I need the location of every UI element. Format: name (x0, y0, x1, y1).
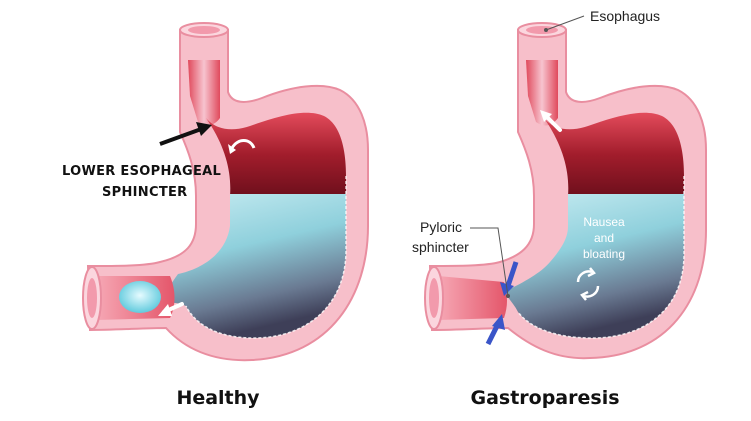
backflow-arrow-icon (230, 139, 256, 149)
gastroparesis-stomach-fluid (504, 194, 684, 338)
food-bolus (119, 281, 161, 313)
healthy-stomach-fluid (160, 194, 346, 338)
churning-icon (576, 267, 600, 301)
healthy-stomach-cavity (206, 112, 346, 196)
pyloric-label-line1: Pyloric (420, 219, 462, 235)
les-pointer-arrow-icon (159, 126, 205, 146)
esophagus-label: Esophagus (590, 8, 660, 24)
gastroparesis-stomach (424, 22, 707, 360)
symptom-line2: and (594, 231, 614, 245)
symptom-line1: Nausea (583, 215, 625, 229)
esophagus-leader-line (545, 15, 585, 31)
healthy-caption: Healthy (176, 387, 260, 409)
pyloric-compression-arrow-icon (485, 261, 519, 346)
pyloric-label-line2: sphincter (412, 239, 469, 255)
gastroparesis-stomach-cavity (544, 112, 684, 196)
les-label-line2: SPHINCTER (102, 185, 188, 200)
pyloric-leader-line (470, 227, 509, 297)
gastroparesis-caption: Gastroparesis (470, 387, 619, 409)
reflux-arrow-icon (544, 114, 562, 132)
healthy-esophagus-lumen (188, 60, 220, 126)
les-label-line1: LOWER ESOPHAGEAL (62, 164, 221, 179)
gastroparesis-duodenum (438, 276, 507, 320)
symptom-line3: bloating (583, 247, 625, 261)
gastroparesis-esophagus-lumen (526, 60, 558, 126)
healthy-stomach (82, 22, 369, 362)
